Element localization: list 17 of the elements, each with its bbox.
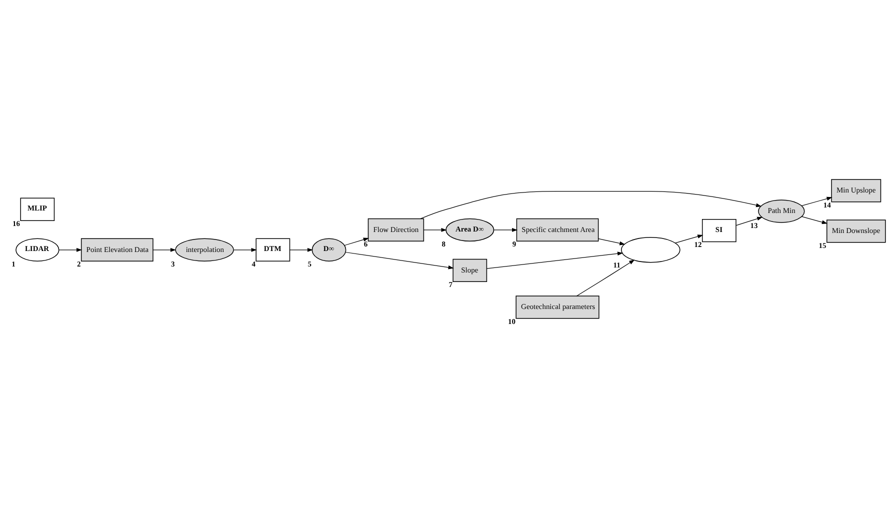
- arrow: [735, 216, 762, 226]
- arrow: [289, 248, 313, 252]
- arrow: [598, 238, 625, 246]
- arrow: [423, 228, 446, 232]
- arrow: [344, 238, 368, 246]
- arrow: [344, 252, 454, 270]
- arrow: [152, 248, 176, 252]
- arrow: [233, 248, 256, 252]
- arrow: [576, 260, 634, 296]
- arrow: [58, 248, 82, 252]
- arrow: [800, 216, 828, 224]
- arrow: [800, 196, 832, 206]
- arrow: [493, 228, 518, 232]
- node-ellipse: [620, 237, 680, 263]
- arrow: [674, 234, 703, 244]
- arrow: [420, 191, 762, 219]
- arrow: [486, 252, 623, 269]
